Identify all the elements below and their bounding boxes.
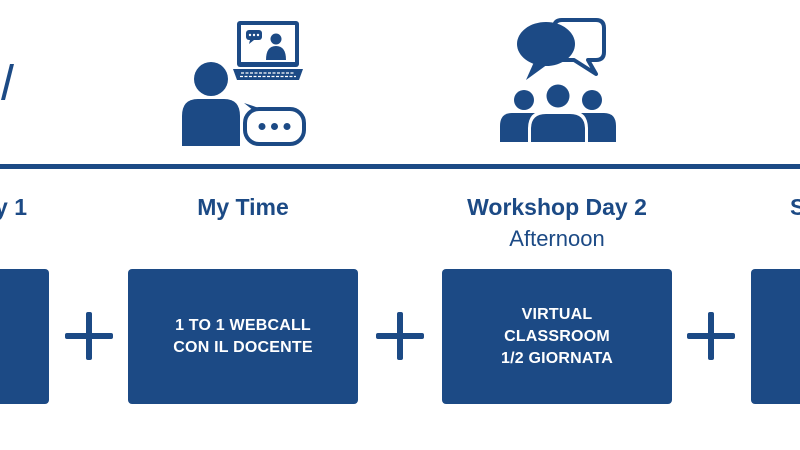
step-box-partial-right <box>751 269 800 404</box>
plus-icon <box>65 312 113 360</box>
step-box-virtual-classroom: VIRTUAL CLASSROOM 1/2 GIORNATA <box>442 269 672 404</box>
step-box-day-1 <box>0 269 49 404</box>
plus-icon <box>376 312 424 360</box>
webcall-person-laptop-icon <box>182 21 306 146</box>
step-box-text: 1 TO 1 WEBCALL CON IL DOCENTE <box>173 316 313 356</box>
timeline-line <box>0 164 800 169</box>
column-subtitle-afternoon: Afternoon <box>509 226 605 251</box>
column-title-day-1: y 1 <box>0 194 27 220</box>
column-title-my-time: My Time <box>197 194 289 220</box>
speech-bubble-icon <box>243 103 306 146</box>
partial-icon <box>1 64 14 100</box>
column-title-workshop-day-2: Workshop Day 2 <box>467 194 647 220</box>
column-title-partial-right: S <box>790 194 800 220</box>
group-chat-icon <box>500 18 616 145</box>
plus-icon <box>687 312 735 360</box>
person-icon <box>182 62 240 146</box>
step-box-text: VIRTUAL CLASSROOM 1/2 GIORNATA <box>500 305 614 367</box>
step-box-webcall: 1 TO 1 WEBCALL CON IL DOCENTE <box>128 269 358 404</box>
laptop-icon <box>233 21 303 80</box>
